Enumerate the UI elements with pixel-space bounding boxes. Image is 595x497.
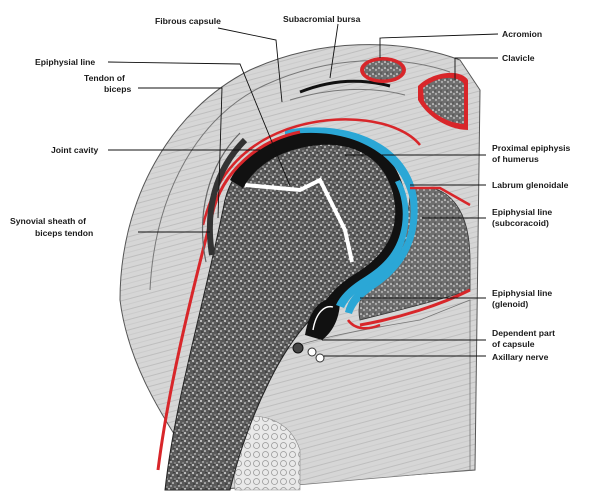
label-synovial-sheath-1: Synovial sheath of bbox=[10, 216, 86, 226]
label-labrum-glenoidale: Labrum glenoidale bbox=[492, 180, 569, 190]
label-joint-cavity: Joint cavity bbox=[51, 145, 99, 155]
label-proximal-epiphysis-1: Proximal epiphysis bbox=[492, 143, 571, 153]
label-epiphysial-line: Epiphysial line bbox=[35, 57, 95, 67]
label-proximal-epiphysis-2: of humerus bbox=[492, 154, 539, 164]
label-dependent-capsule-2: of capsule bbox=[492, 339, 535, 349]
label-tendon-of-biceps-1: Tendon of bbox=[84, 73, 125, 83]
label-tendon-of-biceps-2: biceps bbox=[104, 84, 131, 94]
label-synovial-sheath-2: biceps tendon bbox=[35, 228, 93, 238]
label-dependent-capsule-1: Dependent part bbox=[492, 328, 555, 338]
label-acromion: Acromion bbox=[502, 29, 542, 39]
label-epiphysial-glenoid-2: (glenoid) bbox=[492, 299, 528, 309]
acromion bbox=[360, 57, 406, 83]
label-epiphysial-subcoracoid-2: (subcoracoid) bbox=[492, 218, 549, 228]
label-fibrous-capsule: Fibrous capsule bbox=[155, 16, 221, 26]
label-axillary-nerve: Axillary nerve bbox=[492, 352, 549, 362]
label-epiphysial-glenoid-1: Epiphysial line bbox=[492, 288, 552, 298]
label-clavicle: Clavicle bbox=[502, 53, 535, 63]
label-subacromial-bursa: Subacromial bursa bbox=[283, 14, 361, 24]
label-epiphysial-subcoracoid-1: Epiphysial line bbox=[492, 207, 552, 217]
